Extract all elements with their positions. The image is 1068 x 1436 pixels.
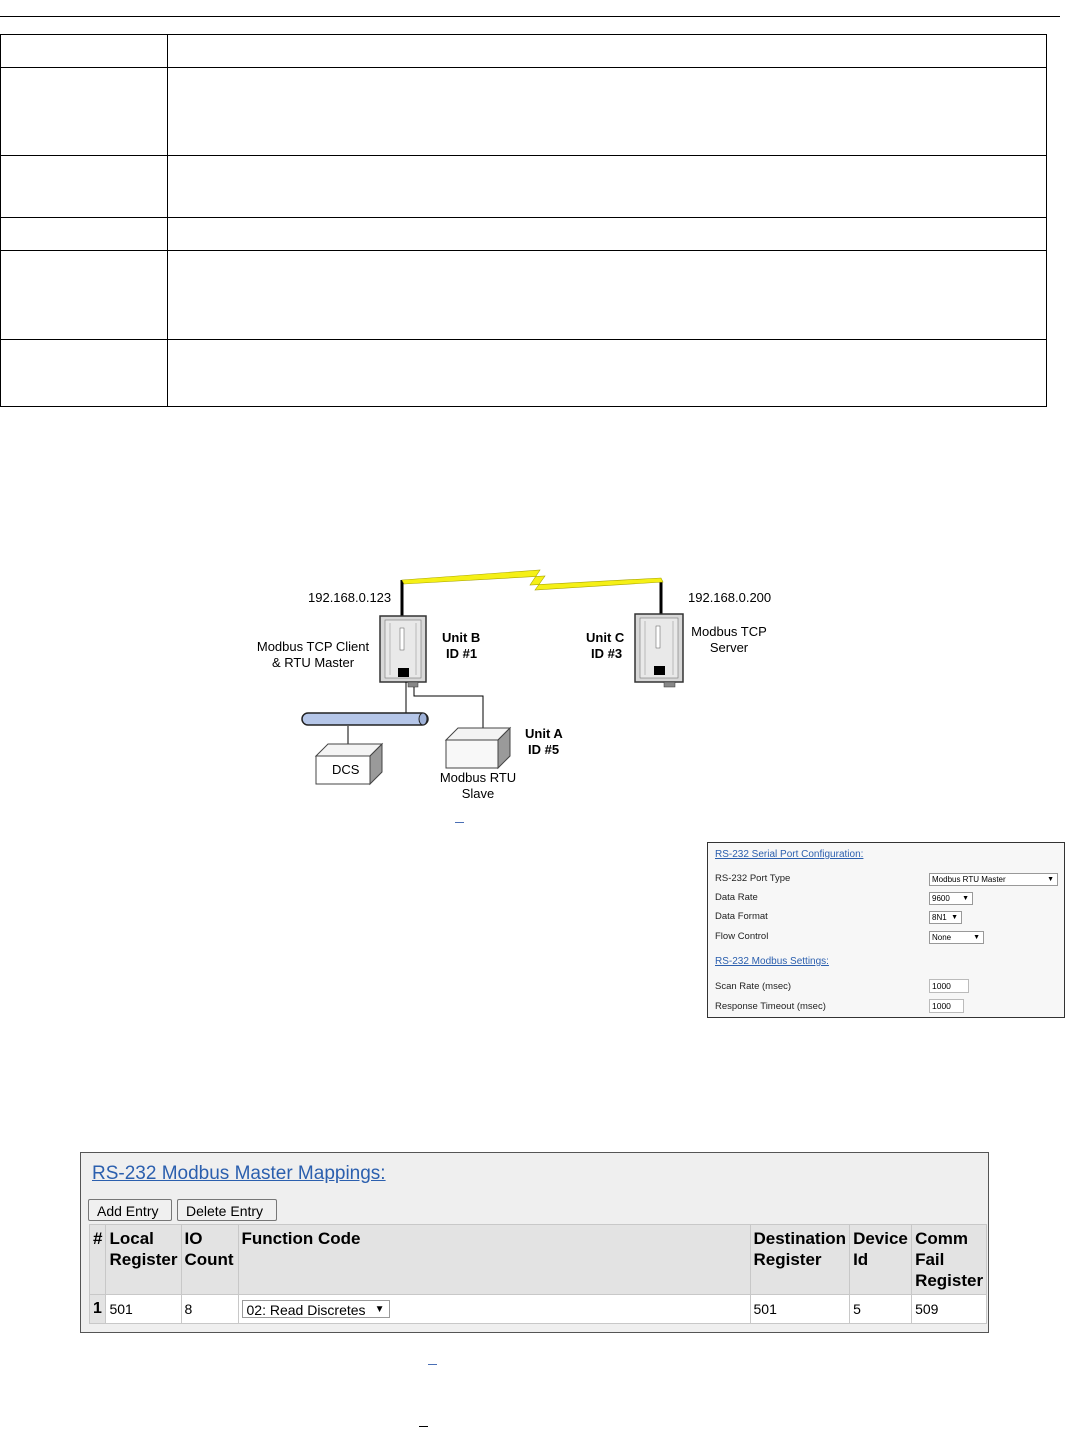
radio-link-icon	[401, 569, 664, 591]
col-local-register-line1: Local	[109, 1229, 154, 1248]
col-io-count-line2: Count	[184, 1250, 234, 1269]
data-format-label: Data Format	[715, 911, 768, 922]
scan-rate-input[interactable]: 1000	[929, 979, 969, 993]
col-comm-fail-register-line3: Register	[915, 1271, 984, 1290]
dropdown-arrow-icon: ▼	[1047, 876, 1054, 883]
unit-b-role-line1: Modbus TCP Client	[256, 639, 370, 654]
flow-control-label: Flow Control	[715, 931, 769, 942]
table-row	[0, 34, 1047, 68]
col-destination-register-line1: Destination	[753, 1229, 847, 1248]
port-type-value: Modbus RTU Master	[932, 875, 1006, 884]
local-register-cell[interactable]: 501	[105, 1294, 182, 1324]
dropdown-arrow-icon: ▼	[962, 895, 969, 902]
caption-dash-mark	[419, 1426, 428, 1427]
unit-a-role-line2: Slave	[461, 786, 495, 801]
col-num: #	[88, 1224, 107, 1295]
function-code-select[interactable]: 02: Read Discretes ▼	[241, 1300, 390, 1318]
dropdown-arrow-icon: ▼	[374, 1304, 385, 1315]
response-timeout-input[interactable]: 1000	[929, 999, 964, 1013]
data-rate-select[interactable]: 9600 ▼	[929, 892, 973, 905]
flow-control-select[interactable]: None ▼	[929, 931, 984, 944]
rs232-config-title: RS-232 Serial Port Configuration:	[715, 849, 864, 860]
scan-rate-label: Scan Rate (msec)	[715, 981, 792, 992]
unit-c-role-line2: Server	[709, 640, 749, 655]
table-row: 1 501 8 02: Read Discretes ▼ 501 5 509	[88, 1294, 988, 1324]
bus-icon	[301, 712, 429, 726]
col-comm-fail-register-line2: Fail	[915, 1250, 945, 1269]
table-row	[0, 155, 1047, 218]
figure-caption-link[interactable]	[428, 1364, 437, 1365]
unit-c-role: Modbus TCP Server	[686, 624, 772, 656]
unit-b-device-icon	[379, 615, 427, 688]
data-format-select[interactable]: 8N1 ▼	[929, 911, 962, 924]
col-destination-register-line2: Register	[753, 1250, 822, 1269]
definition-table	[0, 34, 1047, 407]
unit-a-id: ID #5	[528, 742, 560, 757]
col-device-id-line2: Id	[853, 1250, 869, 1269]
flow-control-value: None	[932, 933, 952, 942]
unit-c-device-icon	[634, 613, 684, 688]
col-io-count: IO Count	[180, 1224, 239, 1295]
table-row	[0, 217, 1047, 251]
rs232-config-panel: RS-232 Serial Port Configuration: RS-232…	[707, 842, 1065, 1018]
add-entry-button[interactable]: Add Entry	[88, 1199, 172, 1221]
dcs-box-icon	[314, 742, 384, 786]
unit-c-role-line1: Modbus TCP	[691, 624, 767, 639]
unit-b-id: ID #1	[446, 646, 478, 661]
unit-c-ip: 192.168.0.200	[688, 590, 772, 605]
port-type-label: RS-232 Port Type	[715, 873, 791, 884]
col-io-count-line1: IO	[184, 1229, 203, 1248]
table-row	[0, 339, 1047, 407]
unit-b-name: Unit B	[442, 630, 481, 645]
network-diagram-graphic	[301, 569, 684, 786]
function-code-cell: 02: Read Discretes ▼	[237, 1294, 751, 1324]
device-id-cell[interactable]: 5	[849, 1294, 913, 1324]
figure-caption-link[interactable]	[455, 822, 464, 823]
table-row	[0, 250, 1047, 340]
col-comm-fail-register-line1: Comm	[915, 1229, 968, 1248]
unit-b-role-line2: & RTU Master	[271, 655, 355, 670]
col-device-id-line1: Device	[853, 1229, 908, 1248]
row-number: 1	[88, 1294, 107, 1324]
unit-a-role-line1: Modbus RTU	[439, 770, 517, 785]
network-diagram: 192.168.0.123 192.168.0.200 Modbus TCP C…	[240, 560, 800, 830]
col-function-code: Function Code	[237, 1224, 751, 1295]
dcs-label: DCS	[332, 762, 360, 777]
rs232-modbus-settings-title: RS-232 Modbus Settings:	[715, 956, 829, 967]
unit-a-role: Modbus RTU Slave	[430, 770, 526, 802]
unit-c-id: ID #3	[591, 646, 623, 661]
mappings-title[interactable]: RS-232 Modbus Master Mappings:	[92, 1163, 386, 1184]
dropdown-arrow-icon: ▼	[951, 914, 958, 921]
port-type-select[interactable]: Modbus RTU Master ▼	[929, 873, 1058, 886]
response-timeout-label: Response Timeout (msec)	[715, 1001, 826, 1012]
unit-a-name: Unit A	[525, 726, 563, 741]
comm-fail-register-cell[interactable]: 509	[911, 1294, 988, 1324]
page-header-rule	[0, 16, 1060, 17]
unit-b-role: Modbus TCP Client & RTU Master	[252, 639, 374, 671]
col-local-register-line2: Register	[109, 1250, 178, 1269]
data-rate-value: 9600	[932, 894, 950, 903]
unit-b-ip: 192.168.0.123	[308, 590, 392, 605]
data-rate-label: Data Rate	[715, 892, 758, 903]
unit-c-name: Unit C	[586, 630, 625, 645]
table-row	[0, 67, 1047, 156]
io-count-cell[interactable]: 8	[180, 1294, 239, 1324]
dropdown-arrow-icon: ▼	[973, 934, 980, 941]
unit-a-box-icon	[444, 726, 512, 770]
destination-register-cell[interactable]: 501	[749, 1294, 851, 1324]
modbus-master-mappings-panel: RS-232 Modbus Master Mappings: Add Entry…	[80, 1152, 989, 1333]
delete-entry-button[interactable]: Delete Entry	[177, 1199, 277, 1221]
data-format-value: 8N1	[932, 913, 947, 922]
function-code-value: 02: Read Discretes	[246, 1302, 366, 1318]
